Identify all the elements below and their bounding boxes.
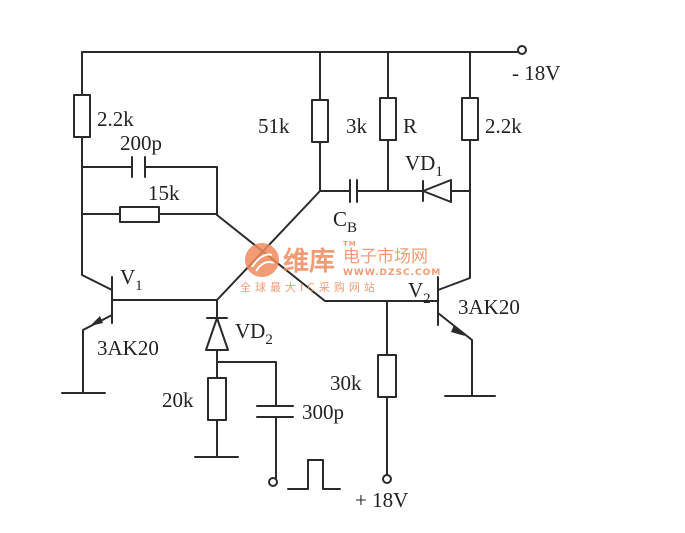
cross-wire-1 — [216, 214, 439, 302]
transistor-v2 — [437, 276, 496, 397]
label-200p: 200p — [120, 131, 162, 155]
watermark-url: WWW.DZSC.COM — [343, 268, 441, 278]
pulse-waveform-icon — [287, 459, 341, 490]
diode-vd2 — [205, 317, 229, 351]
resistor-51k — [311, 99, 329, 143]
diode-vd1 — [422, 179, 452, 203]
r3k-wire — [387, 51, 471, 192]
watermark-logo: 维库 TM 电子市场网 WWW.DZSC.COM 全球最大IC采购网站 — [240, 240, 441, 294]
label-r-right: 2.2k — [485, 114, 522, 138]
label-15k: 15k — [148, 181, 180, 205]
supply-terminal-bottom — [382, 474, 392, 484]
label-v1: V1 — [120, 265, 143, 294]
label-vd1: VD1 — [405, 151, 443, 180]
label-v2: V2 — [408, 278, 431, 307]
capacitor-300p — [256, 405, 294, 418]
label-R: R — [403, 114, 417, 138]
trigger-input-terminal — [268, 477, 278, 487]
label-r-left: 2.2k — [97, 107, 134, 131]
capacitor-cb — [349, 179, 358, 203]
resistor-3k-R — [379, 97, 397, 141]
label-3k: 3k — [346, 114, 368, 138]
resistor-20k — [207, 377, 227, 421]
right-collector-wire — [437, 51, 471, 291]
speedup-cap-wire — [81, 166, 218, 216]
label-51k: 51k — [258, 114, 290, 138]
watermark-title: 电子市场网 — [343, 247, 428, 267]
watermark-brand: 维库 — [283, 246, 335, 277]
watermark-tm: TM — [343, 240, 357, 248]
label-cb: CB — [333, 207, 357, 236]
label-30k: 30k — [330, 371, 362, 395]
label-v2-type: 3AK20 — [458, 295, 520, 319]
vd2-branch-wire — [194, 299, 277, 479]
supply-bottom-label: + 18V — [355, 488, 408, 512]
label-20k: 20k — [162, 388, 194, 412]
label-vd2: VD2 — [235, 319, 273, 348]
supply-top-label: - 18V — [512, 61, 560, 85]
resistor-30k — [377, 354, 397, 398]
capacitor-200p — [131, 156, 146, 178]
resistor-15k — [119, 206, 160, 223]
label-v1-type: 3AK20 — [97, 336, 159, 360]
transistor-v1 — [61, 276, 218, 394]
supply-terminal-top — [517, 45, 527, 55]
resistor-left-2.2k — [73, 94, 91, 138]
r51k-wire — [319, 51, 389, 192]
label-300p: 300p — [302, 400, 344, 424]
watermark-slogan: 全球最大IC采购网站 — [240, 280, 379, 294]
left-collector-wire — [81, 51, 113, 291]
resistor-right-2.2k — [461, 97, 479, 141]
